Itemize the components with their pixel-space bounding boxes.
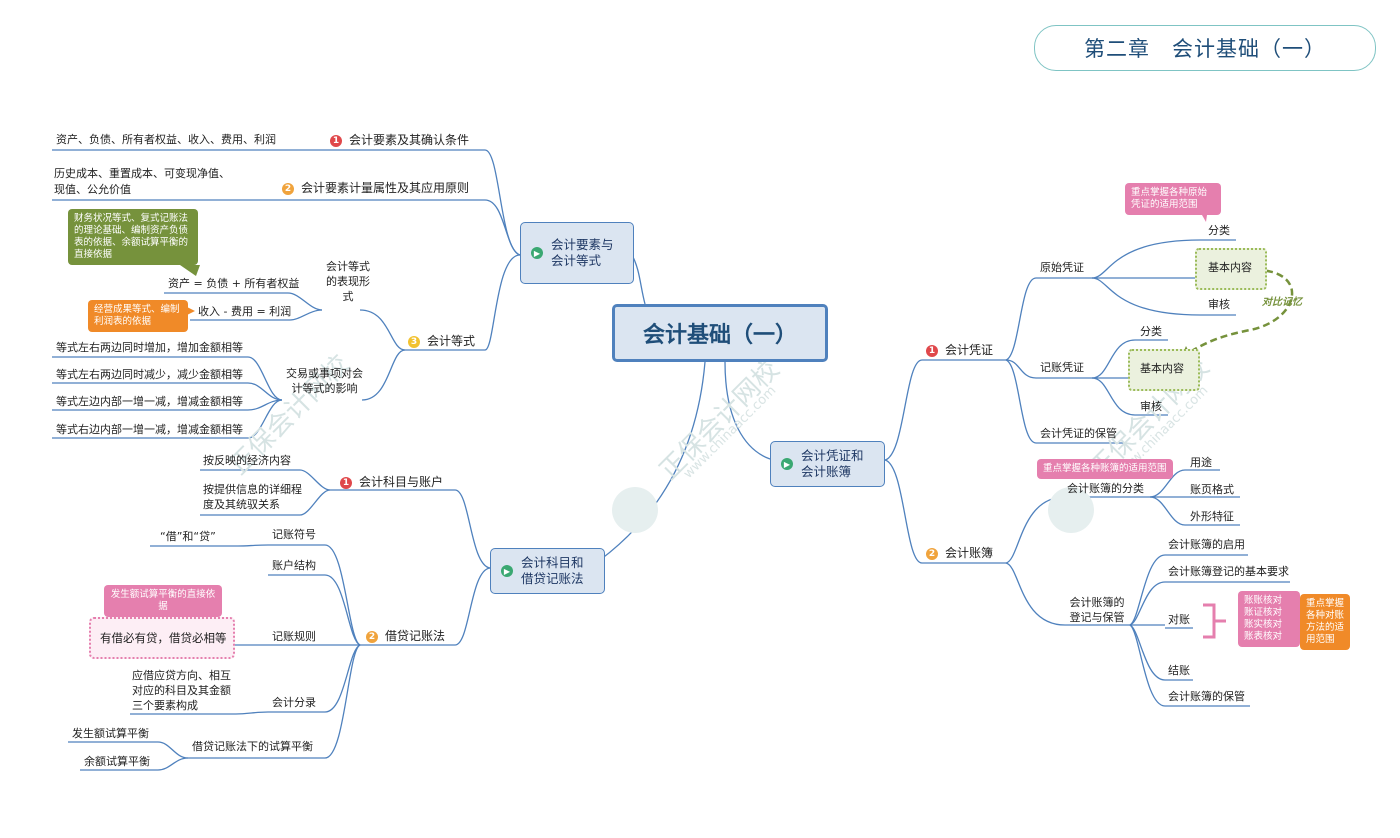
- central-topic[interactable]: 会计基础（一）: [612, 304, 828, 362]
- topic-label: 会计凭证和会计账簿: [801, 448, 864, 479]
- subtopic-books[interactable]: 2 会计账簿: [926, 546, 993, 561]
- topic-elements-equation[interactable]: ▶ 会计要素与会计等式: [520, 222, 634, 284]
- orig-item-audit: 审核: [1208, 298, 1230, 311]
- entry-leaf: 应借应贷方向、相互对应的科目及其金额三个要素构成: [132, 669, 231, 712]
- orig-item-basic: 基本内容: [1208, 261, 1252, 274]
- check-methods-box: 账账核对 账证核对 账实核对 账表核对: [1238, 591, 1300, 647]
- orig-item-class: 分类: [1208, 224, 1230, 237]
- book-class-shape: 外形特征: [1190, 510, 1234, 523]
- orig-voucher: 原始凭证: [1040, 261, 1084, 274]
- accounts-class-1: 按反映的经济内容: [203, 454, 291, 467]
- rule-leaf: 有借必有贷，借贷必相等: [100, 631, 227, 645]
- impact-3: 等式左边内部一增一减，增减金额相等: [56, 395, 243, 408]
- topic-label: 会计要素与会计等式: [551, 237, 614, 268]
- check-bracket: [1203, 603, 1226, 639]
- subtopic-label: 会计要素计量属性及其应用原则: [301, 181, 470, 195]
- orig-basic-box: [1195, 248, 1267, 290]
- number-badge: 2: [366, 631, 378, 643]
- subtopic-label: 会计科目与账户: [359, 475, 444, 489]
- flag-icon: ▶: [501, 565, 513, 577]
- book-item-basic: 基本内容: [1140, 362, 1184, 375]
- check-item-4: 账表核对: [1244, 631, 1283, 642]
- flag-icon: ▶: [531, 247, 543, 259]
- entry-label: 会计分录: [272, 696, 316, 709]
- book-class: 会计账簿的分类: [1067, 482, 1144, 495]
- book-basic-box: [1128, 349, 1200, 391]
- central-topic-label: 会计基础（一）: [642, 323, 797, 348]
- subtopic-measurement[interactable]: 2 会计要素计量属性及其应用原则: [282, 181, 469, 196]
- subtopic-label: 借贷记账法: [385, 629, 446, 643]
- leaf-elements: 资产、负债、所有者权益、收入、费用、利润: [56, 133, 276, 146]
- check-item-3: 账实核对: [1244, 619, 1283, 630]
- impact-4: 等式右边内部一增一减，增减金额相等: [56, 423, 243, 436]
- check-item-2: 账证核对: [1244, 607, 1283, 618]
- subtopic-vouchers[interactable]: 1 会计凭证: [926, 343, 993, 358]
- topic-vouchers-books[interactable]: ▶ 会计凭证和会计账簿: [770, 441, 885, 487]
- impact-1: 等式左右两边同时增加，增加金额相等: [56, 341, 243, 354]
- subtopic-debit-credit[interactable]: 2 借贷记账法: [366, 629, 445, 644]
- subtopic-label: 会计凭证: [945, 343, 994, 357]
- symbol-label: 记账符号: [272, 528, 316, 541]
- equation-impact-label: 交易或事项对会计等式的影响: [286, 367, 363, 395]
- subtopic-elements[interactable]: 1 会计要素及其确认条件: [330, 133, 469, 148]
- note-balance-equation: 财务状况等式、复式记账法的理论基础、编制资产负债表的依据、余额试算平衡的直接依据: [68, 209, 198, 265]
- book-class-use: 用途: [1190, 456, 1212, 469]
- book-register: 会计账簿的登记与保管: [1069, 596, 1125, 624]
- book-class-format: 账页格式: [1190, 483, 1234, 496]
- reg-item-start: 会计账簿的启用: [1168, 538, 1245, 551]
- subtopic-label: 会计等式: [427, 334, 476, 348]
- chapter-title: 第二章 会计基础（一）: [1084, 37, 1326, 61]
- equation-form-2: 收入 - 费用 = 利润: [198, 305, 292, 318]
- note-operating-equation: 经营成果等式、编制利润表的依据: [88, 300, 188, 332]
- accounts-class-2: 按提供信息的详细程度及其统驭关系: [203, 483, 302, 511]
- reg-item-check: 对账: [1168, 613, 1190, 626]
- subtopic-accounts[interactable]: 1 会计科目与账户: [340, 475, 443, 490]
- impact-2: 等式左右两边同时减少，减少金额相等: [56, 368, 243, 381]
- book-voucher: 记账凭证: [1040, 361, 1084, 374]
- number-badge: 3: [408, 336, 420, 348]
- chapter-header: 第二章 会计基础（一）: [1034, 25, 1376, 71]
- subtopic-label: 会计要素及其确认条件: [349, 133, 470, 147]
- note-orig-voucher: 重点掌握各种原始凭证的适用范围: [1125, 183, 1221, 215]
- trial-label: 借贷记账法下的试算平衡: [192, 740, 313, 753]
- trial-1: 发生额试算平衡: [72, 727, 149, 740]
- number-badge: 1: [340, 477, 352, 489]
- symbol-leaf: “借”和“贷”: [160, 530, 216, 543]
- subtopic-label: 会计账簿: [945, 546, 994, 560]
- reg-item-requirement: 会计账簿登记的基本要求: [1168, 565, 1289, 578]
- reg-item-keep: 会计账簿的保管: [1168, 690, 1245, 703]
- number-badge: 2: [926, 548, 938, 560]
- check-item-1: 账账核对: [1244, 595, 1283, 606]
- note-rule: 发生额试算平衡的直接依据: [104, 585, 222, 617]
- topic-accounts-debit-credit[interactable]: ▶ 会计科目和借贷记账法: [490, 548, 605, 594]
- number-badge: 2: [282, 183, 294, 195]
- topic-label: 会计科目和借贷记账法: [521, 555, 584, 586]
- equation-forms-label: 会计等式的表现形式: [326, 260, 370, 303]
- flag-icon: ▶: [781, 458, 793, 470]
- compare-label: 对比记忆: [1262, 297, 1302, 308]
- number-badge: 1: [330, 135, 342, 147]
- book-item-audit: 审核: [1140, 400, 1162, 413]
- subtopic-equation[interactable]: 3 会计等式: [408, 334, 475, 349]
- trial-2: 余额试算平衡: [84, 755, 150, 768]
- rule-box: [89, 617, 235, 659]
- voucher-keep: 会计凭证的保管: [1040, 427, 1117, 440]
- book-item-class: 分类: [1140, 325, 1162, 338]
- note-book-class: 重点掌握各种账簿的适用范围: [1037, 459, 1173, 479]
- compare-arrow: [1189, 268, 1294, 354]
- structure-label: 账户结构: [272, 559, 316, 572]
- rule-label: 记账规则: [272, 630, 316, 643]
- leaf-measurement: 历史成本、重置成本、可变现净值、现值、公允价值: [54, 167, 230, 196]
- reg-item-close: 结账: [1168, 664, 1190, 677]
- note-check-methods: 重点掌握各种对账方法的适用范围: [1300, 594, 1350, 650]
- equation-form-1: 资产 = 负债 + 所有者权益: [168, 277, 300, 290]
- number-badge: 1: [926, 345, 938, 357]
